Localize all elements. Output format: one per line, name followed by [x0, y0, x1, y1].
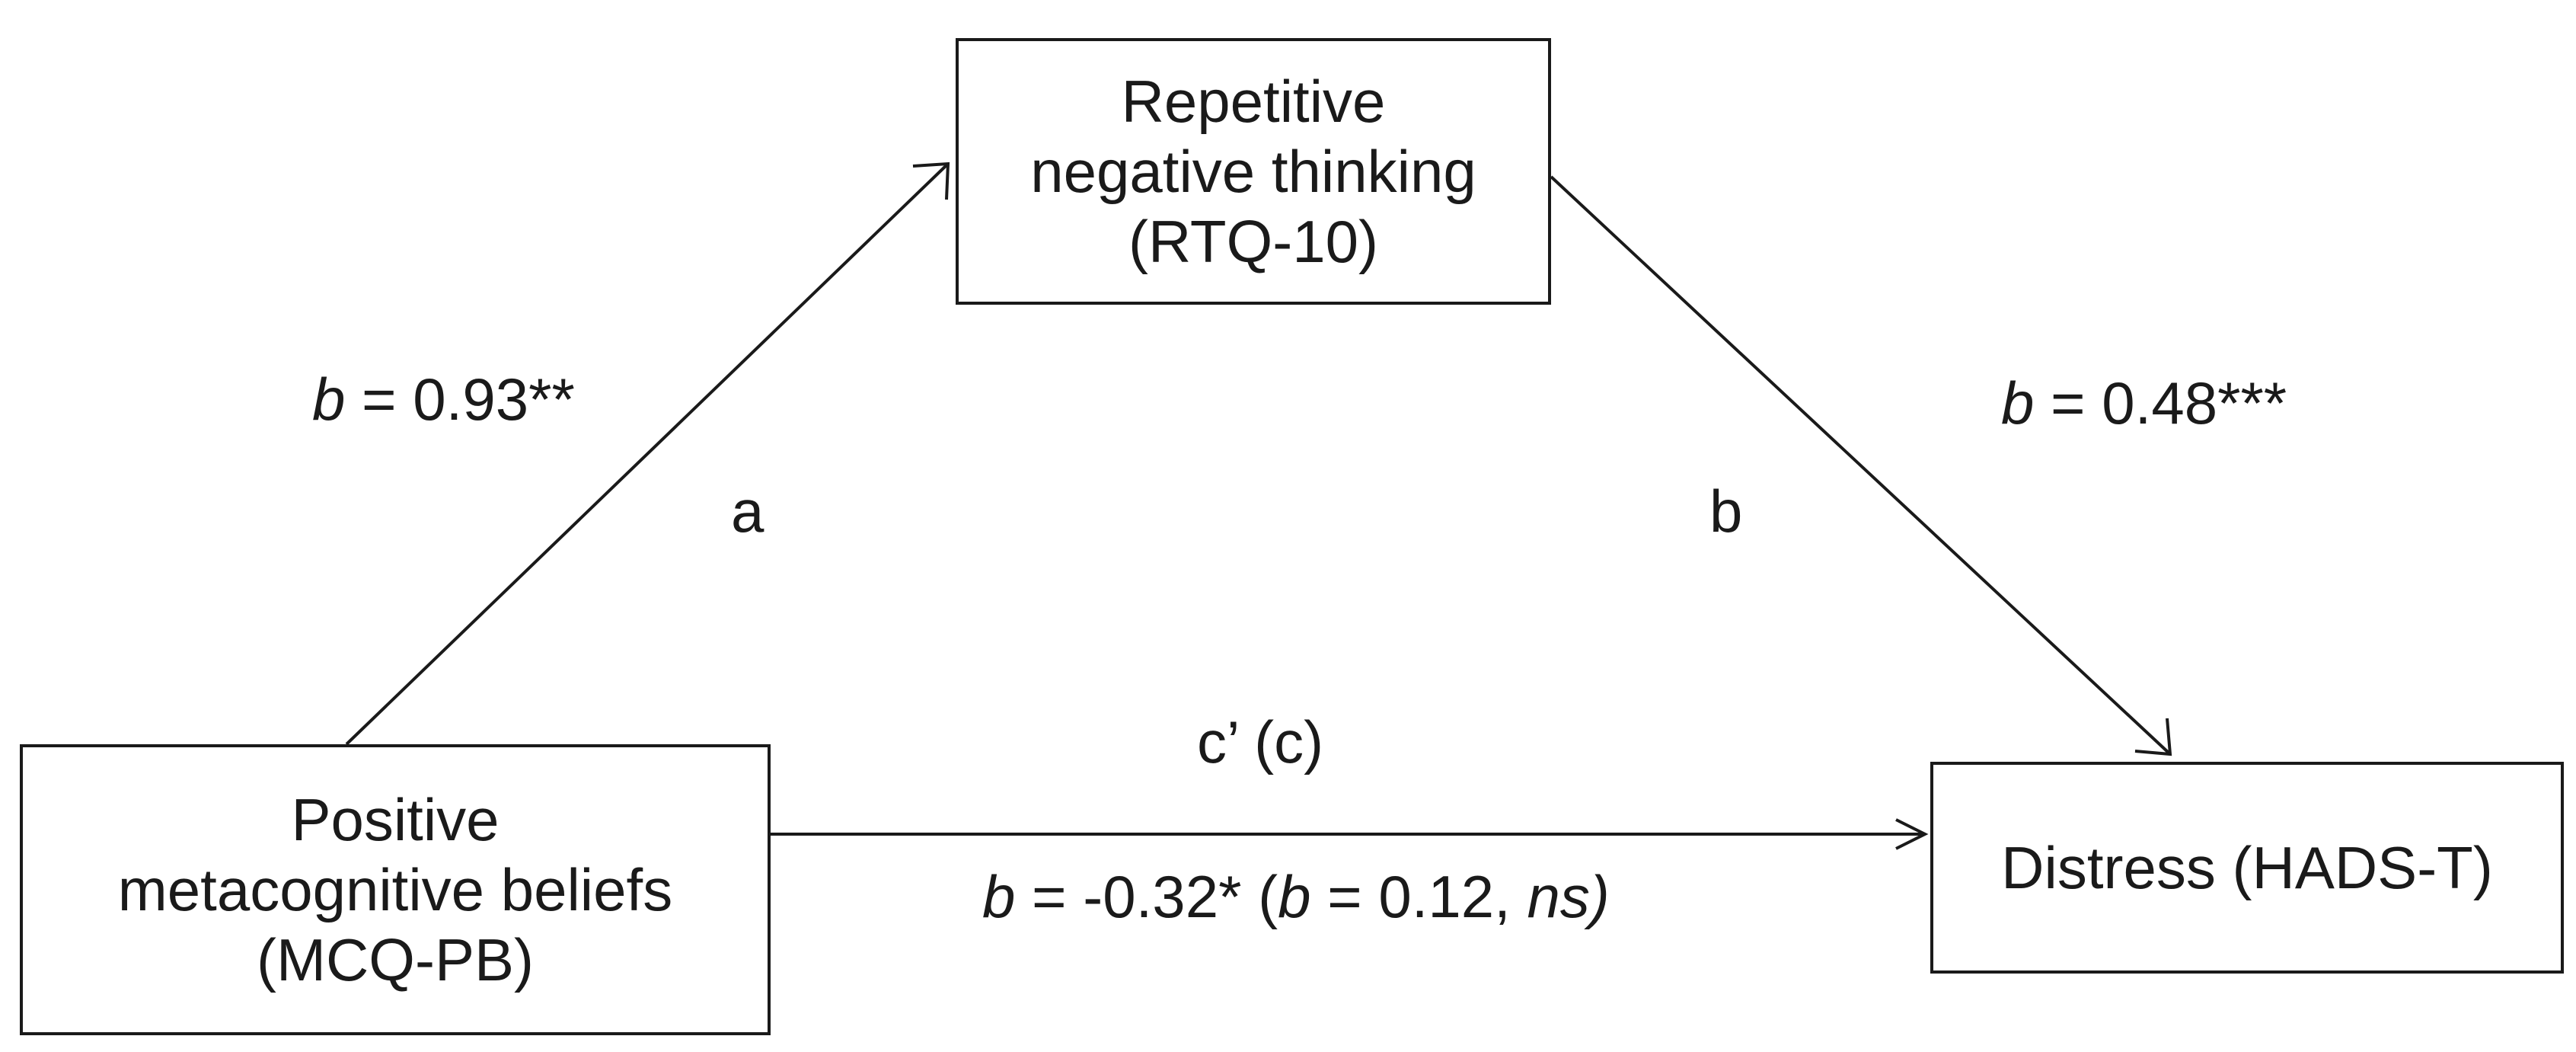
path-a-coefficient: b = 0.93**	[312, 369, 575, 429]
path-c-total-significance: ns)	[1527, 863, 1610, 930]
arrowhead-path-b	[2134, 718, 2172, 756]
path-c-total-value: = 0.12,	[1310, 863, 1527, 930]
path-c-coef-symbol: b	[982, 863, 1016, 930]
path-b-coefficient: b = 0.48***	[2001, 373, 2287, 433]
outcome-label: Distress (HADS-T)	[2001, 833, 2493, 901]
predictor-label-line-2: metacognitive beliefs	[117, 855, 673, 923]
path-a-coef-symbol: b	[312, 366, 346, 433]
path-c-coef-value: = -0.32* (	[1015, 863, 1278, 930]
path-c-total-symbol: b	[1278, 863, 1311, 930]
path-a-label: a	[731, 478, 765, 545]
path-c-coefficient: b = -0.32* (b = 0.12, ns)	[982, 867, 1610, 926]
path-b-coef-value: = 0.48***	[2034, 369, 2287, 436]
arrowhead-path-a	[912, 161, 950, 200]
path-b-label: b	[1709, 478, 1743, 545]
path-c-label: c’ (c)	[1197, 708, 1324, 775]
mediator-label-line-1: Repetitive	[1121, 67, 1386, 135]
mediator-label-line-3: (RTQ-10)	[1128, 208, 1378, 276]
mediator-label-line-2: negative thinking	[1030, 137, 1476, 205]
predictor-label-line-1: Positive	[291, 785, 500, 853]
arrow-path-b	[1550, 175, 2172, 756]
outcome-box: Distress (HADS-T)	[1930, 762, 2564, 974]
predictor-box: Positive metacognitive beliefs (MCQ-PB)	[20, 744, 771, 1035]
path-a-coef-value: = 0.93**	[345, 366, 575, 433]
path-b-coef-symbol: b	[2001, 369, 2035, 436]
mediator-box: Repetitive negative thinking (RTQ-10)	[956, 38, 1551, 305]
predictor-label-line-3: (MCQ-PB)	[257, 926, 534, 994]
arrowhead-path-c	[1895, 818, 1929, 850]
arrow-path-a	[345, 162, 950, 746]
